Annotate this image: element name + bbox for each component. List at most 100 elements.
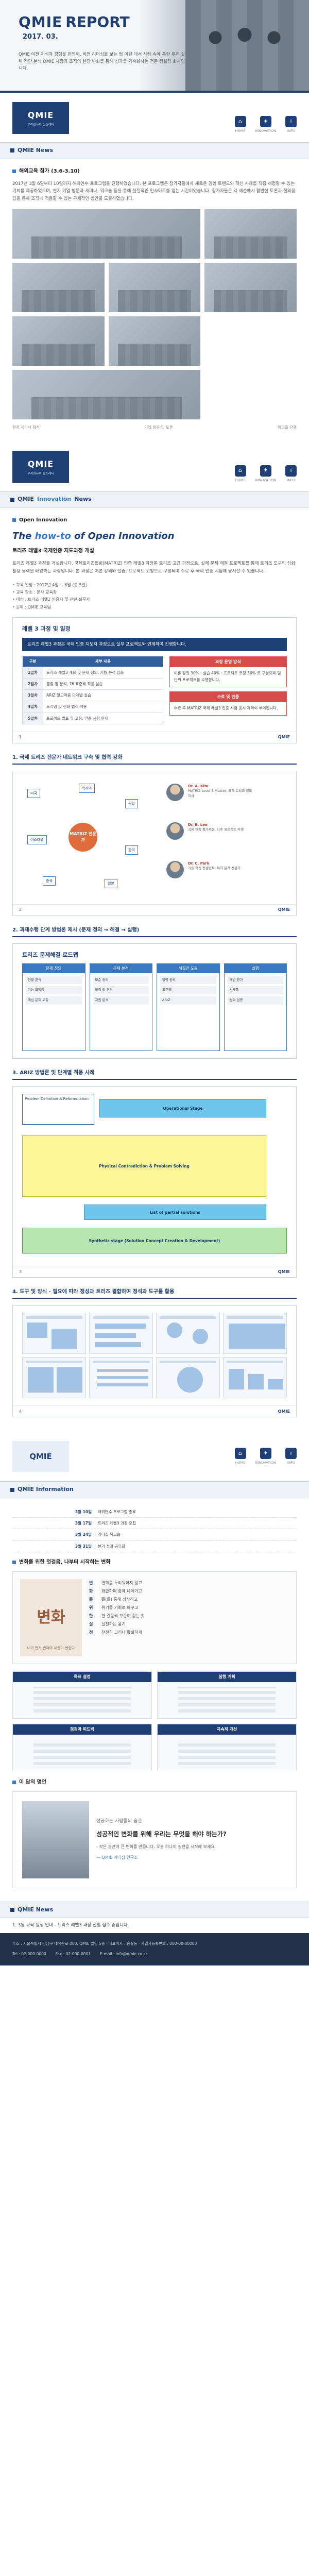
tool-screenshot — [89, 1313, 153, 1354]
ariz-band-synthetic: Synthetic stage (Solution Concept Creati… — [22, 1228, 287, 1254]
nav-innovation[interactable]: ✦INNOVATION — [255, 116, 276, 134]
issue-date: 2017. 03. — [23, 33, 58, 41]
nav-home[interactable]: ⌂HOME — [234, 116, 246, 134]
nav-home[interactable]: ⌂HOME — [234, 465, 246, 483]
info-logo[interactable]: QMIE — [12, 1441, 69, 1472]
network-node: 중국 — [43, 876, 56, 886]
footer-email[interactable]: E-mail : info@qmie.co.kr — [100, 1952, 147, 1957]
course-title: 트리즈 레벨3 국제인증 지도과정 개설 — [12, 547, 297, 555]
info-icon: i — [285, 1448, 297, 1460]
roadmap-stage-head: 실행 — [224, 964, 286, 973]
slide-brand: QMIE — [278, 735, 290, 740]
key-card-illustration — [178, 1687, 276, 1713]
nav-home-label: HOME — [235, 478, 246, 482]
nav-info-label: INFO — [287, 129, 295, 133]
key-card-title: 점검과 피드백 — [13, 1724, 151, 1735]
roadmap-item: 기능 모델링 — [26, 986, 82, 995]
quote-main: 성공적인 변화를 위해 우리는 무엇을 해야 하는가? — [96, 1830, 227, 1838]
slide-ariz: Problem Definition & Reformulation Opera… — [12, 1086, 297, 1278]
news2-line[interactable]: 1. 3월 교육 일정 안내 - 트리즈 레벨3 과정 신청 접수 중입니다. — [12, 1923, 129, 1928]
innovation-icon: ✦ — [260, 116, 271, 128]
quote-detail: - 작은 습관이 큰 변화를 만듭니다. 오늘 하나의 실천을 시작해 보세요. — [96, 1844, 216, 1850]
heading-ariz: 3. ARIZ 방법론 및 단계별 적용 사례 — [12, 1069, 297, 1080]
tools-grid — [22, 1313, 287, 1399]
news-photo — [12, 316, 105, 366]
table-cell: 물질-장 분석, 76 표준해 적용 실습 — [43, 677, 163, 690]
poem-key: 한 — [89, 1613, 93, 1618]
innovation-bullet: 문의 : QMIE 교육팀 — [12, 604, 297, 611]
table-cell: 트리밍 및 진화 법칙 적용 — [43, 701, 163, 713]
network-node: 러시아 — [79, 783, 95, 793]
info-intro-title: 변화를 위한 첫걸음, 나부터 시작하는 변화 — [12, 1558, 297, 1566]
news-sub-title: 해외교육 참가 (3.6-3.10) — [12, 167, 297, 175]
news-section: 해외교육 참가 (3.6-3.10) 2017년 3월 6일부터 10일까지 해… — [0, 159, 309, 442]
section-bar-info: QMIE Information — [0, 1481, 309, 1498]
table-header: 세부 내용 — [43, 656, 163, 667]
heading-tools: 4. 도구 및 방식 - 필요에 따라 정성과 트리즈 결합하여 정석과 도구를… — [12, 1288, 297, 1299]
nav-innovation[interactable]: ✦INNOVATION — [255, 1448, 276, 1466]
calendar-date: 3월 31일 — [12, 1540, 95, 1552]
innovation-sub-title-text: Open Innovation — [19, 517, 67, 523]
slide-brand: QMIE — [278, 1409, 290, 1414]
network-node: 한국 — [125, 845, 138, 855]
nav-innovation[interactable]: ✦INNOVATION — [255, 465, 276, 483]
news-photo — [204, 263, 297, 313]
nav-home[interactable]: ⌂HOME — [234, 1448, 246, 1466]
key-card: 지속적 개선 — [157, 1723, 297, 1771]
poem-value: 변화를 두려워하지 않고 — [101, 1580, 142, 1585]
expert-photo — [166, 860, 184, 878]
howto-prefix: The — [12, 530, 35, 541]
tool-screenshot — [89, 1357, 153, 1399]
innovation-bullets: 교육 일정 : 2017년 4월 ~ 6월 (총 5일) 교육 장소 : 본사 … — [12, 582, 297, 612]
quote-section-title: 이 달의 명언 — [12, 1778, 297, 1786]
tool-screenshot — [223, 1313, 287, 1354]
innovation-bullet: 교육 장소 : 본사 교육장 — [12, 589, 297, 596]
key-card: 목표 설정 — [12, 1671, 152, 1719]
innovation-title-prefix: QMIE — [18, 496, 34, 503]
header-photo — [185, 0, 309, 91]
company-logo[interactable]: QMIE 우리회사의 뉴스레터 — [12, 451, 69, 483]
info-icon: i — [285, 465, 297, 477]
quote-card: 성공하는 사람들의 습관 성공적인 변화를 위해 우리는 무엇을 해야 하는가?… — [12, 1791, 297, 1888]
slide-body: 레벨 3 과정 및 일정 트리즈 레벨3 과정은 국제 인증 지도자 과정으로 … — [13, 618, 296, 732]
square-icon — [10, 1908, 14, 1912]
people-silhouettes — [196, 21, 294, 77]
table-header: 구분 — [22, 656, 43, 667]
quote-photo — [22, 1801, 89, 1878]
square-icon — [10, 497, 14, 502]
poem-value: 한 걸음씩 꾸준히 걷는 것 — [101, 1613, 145, 1618]
roadmap-item: ARIZ — [160, 996, 216, 1005]
key-card-title: 목표 설정 — [13, 1671, 151, 1682]
nav-innovation-label: INNOVATION — [255, 478, 276, 482]
page-number: 3 — [19, 1269, 22, 1274]
calendar-date: 3월 24일 — [12, 1529, 95, 1541]
slide-brand: QMIE — [278, 907, 290, 912]
course-method-body: 이론 강의 30% · 실습 40% · 프로젝트 코칭 30% 로 구성되며 … — [174, 671, 281, 683]
roadmap-item: 성과 검증 — [227, 996, 283, 1005]
quote-author: — QMIE 리더십 연구소 — [96, 1855, 138, 1860]
company-logo[interactable]: QMIE 우리회사의 뉴스레터 — [12, 102, 69, 134]
nav-innovation-label: INNOVATION — [255, 129, 276, 133]
